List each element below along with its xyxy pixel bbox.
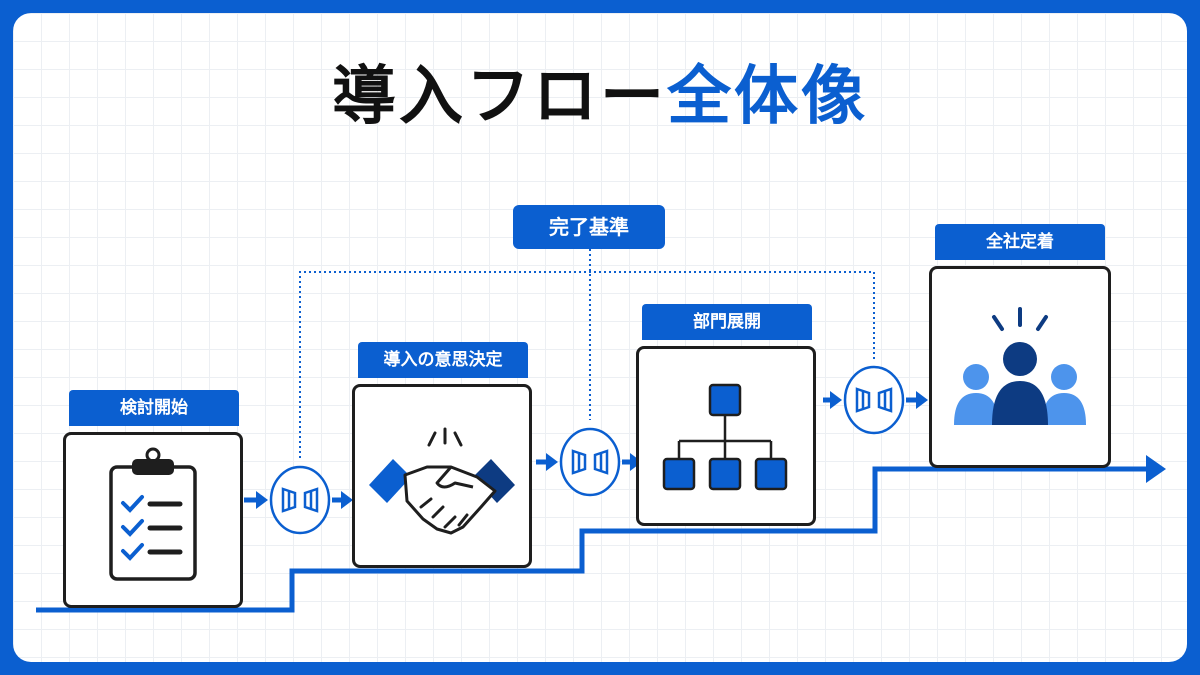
criteria-label: 完了基準 xyxy=(513,205,665,249)
title-main: 導入フロー xyxy=(332,60,667,134)
org-chart-icon xyxy=(662,383,788,491)
gate-icon xyxy=(281,487,319,513)
gate-1 xyxy=(244,465,353,535)
gate-3 xyxy=(823,365,928,435)
clipboard-checklist-icon xyxy=(109,447,197,581)
gate-icon xyxy=(855,387,893,413)
step-3-card xyxy=(636,346,816,526)
page-title: 導入フロー全体像 xyxy=(0,52,1200,142)
people-group-icon xyxy=(954,307,1086,425)
criteria-bracket xyxy=(299,249,875,458)
staircase-arrowhead xyxy=(1146,455,1166,483)
step-1-card xyxy=(63,432,243,608)
title-accent: 全体像 xyxy=(667,60,868,134)
step-1-tab: 検討開始 xyxy=(69,390,239,426)
gate-2 xyxy=(536,427,642,497)
step-3-tab: 部門展開 xyxy=(642,304,812,340)
step-2-card xyxy=(352,384,532,568)
step-4-card xyxy=(929,266,1111,468)
step-2-tab: 導入の意思決定 xyxy=(358,342,528,378)
staircase-line xyxy=(36,466,1148,613)
step-4-tab: 全社定着 xyxy=(935,224,1105,260)
gate-icon xyxy=(571,449,609,475)
handshake-icon xyxy=(369,427,515,535)
